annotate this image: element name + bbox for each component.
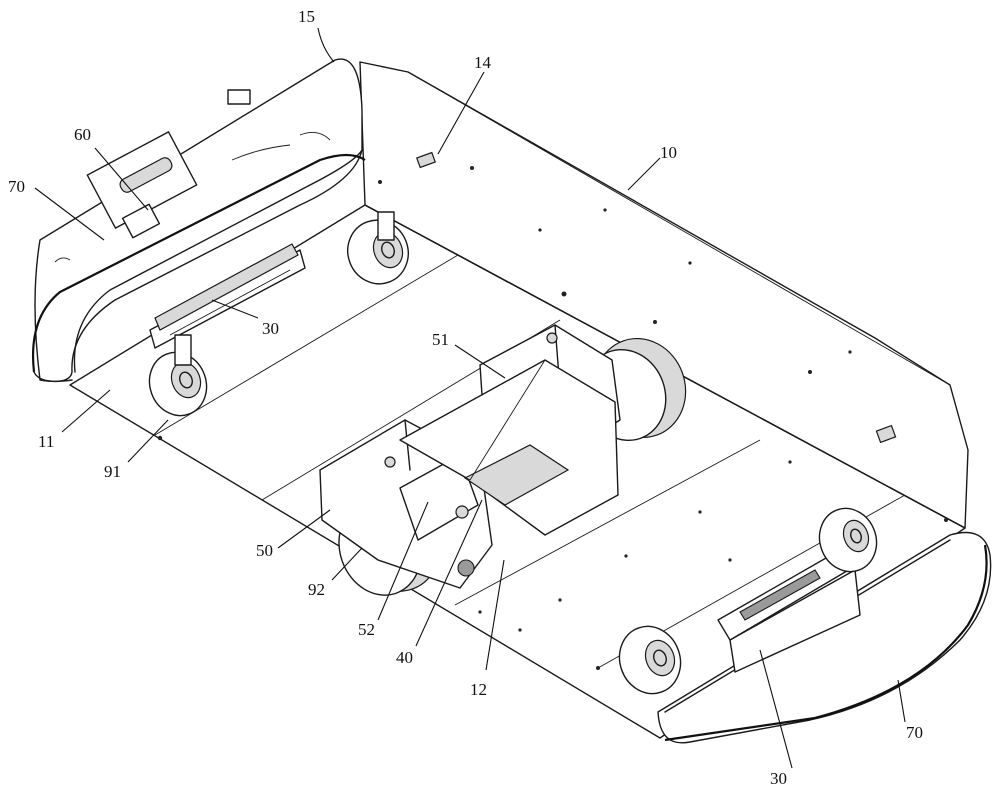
callout-30-lower: 30 <box>770 769 787 788</box>
callout-92: 92 <box>308 580 325 599</box>
callout-60: 60 <box>74 125 91 144</box>
callout-10: 10 <box>660 143 677 162</box>
callout-70-rear: 70 <box>906 723 923 742</box>
callout-50: 50 <box>256 541 273 560</box>
callout-52: 52 <box>358 620 375 639</box>
callout-15: 15 <box>298 7 315 26</box>
callout-70-front: 70 <box>8 177 25 196</box>
callout-30-upper: 30 <box>262 319 279 338</box>
callout-91: 91 <box>104 462 121 481</box>
callout-12: 12 <box>470 680 487 699</box>
callout-14: 14 <box>474 53 492 72</box>
callout-40: 40 <box>396 648 413 667</box>
callout-51: 51 <box>432 330 449 349</box>
callout-11: 11 <box>38 432 54 451</box>
